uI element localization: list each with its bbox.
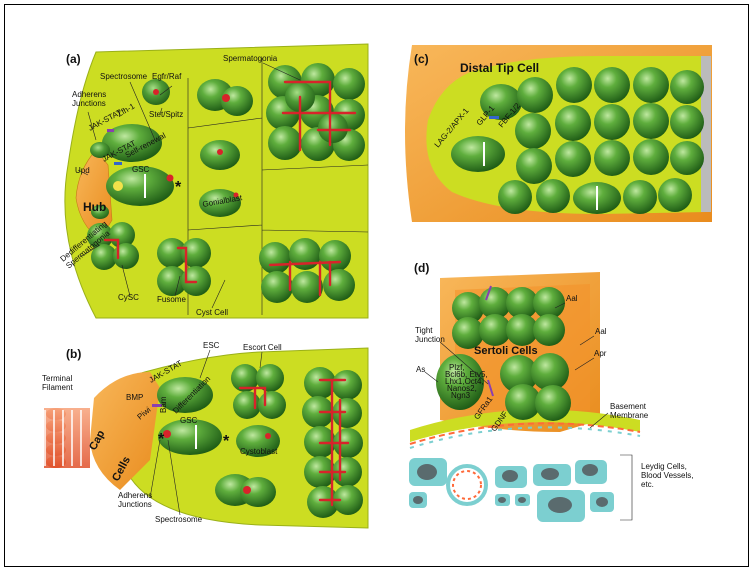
panel-c-label: (c) (414, 52, 429, 66)
cystoblast-spectrosome (265, 433, 271, 439)
label-bmp: BMP (126, 393, 143, 402)
panel-d-label: (d) (414, 261, 429, 275)
label-fusome: Fusome (157, 295, 186, 304)
label-distal-tip-cell: Distal Tip Cell (460, 61, 539, 75)
panel-b-label: (b) (66, 347, 81, 361)
early-cell-dot (153, 89, 159, 95)
label-cystoblast: Cystoblast (240, 447, 278, 456)
panel-a-label: (a) (66, 52, 81, 66)
adherens-marker (107, 129, 114, 132)
panel-a: * (59, 44, 368, 318)
label-spectrosome: Spectrosome (100, 72, 148, 81)
spermatogonia-cluster-16 (266, 63, 365, 161)
label-cysc: CySC (118, 293, 139, 302)
fusome-dot-2 (217, 149, 223, 155)
label-gsc-b: GSC (180, 416, 198, 425)
ring-canal-dot (243, 486, 251, 494)
fusome-dot (222, 94, 230, 102)
signal-marker (114, 162, 122, 165)
interstitial-cells (409, 458, 614, 522)
label-spermatogonia: Spermatogonia (223, 54, 278, 63)
label-esc: ESC (203, 341, 220, 350)
label-upd: Upd (75, 166, 90, 175)
label-bam: Bam (159, 396, 168, 413)
label-spectrosome-b: Spectrosome (155, 515, 203, 524)
label-escort-cell: Escort Cell (243, 343, 282, 352)
spectrosome-dot (167, 175, 174, 182)
label-cyst-cell: Cyst Cell (196, 308, 228, 317)
asterisk-a: * (175, 179, 182, 196)
label-aal: Aal (566, 294, 578, 303)
label-stet-spitz: Stet/Spitz (149, 110, 183, 119)
asterisk-b: * (223, 433, 230, 450)
label-as: As (416, 365, 425, 374)
label-apr: Apr (594, 349, 607, 358)
label-aal-2: Aal (595, 327, 607, 336)
sixteen-cell-cyst (302, 367, 363, 518)
label-egfr-raf: Egfr/Raf (152, 72, 182, 81)
gsc-star-marker (113, 181, 123, 191)
terminal-filament-cells (44, 408, 90, 468)
hub-label: Hub (83, 200, 106, 214)
panel-c: (c) Distal Tip Cell LAG-2/APX-1 GLP-1 FB… (405, 45, 712, 222)
label-gsc-a: GSC (132, 165, 150, 174)
label-leydig: Leydig Cells,Blood Vessels,etc. (641, 462, 693, 489)
label-sertoli-cells: Sertoli Cells (474, 345, 538, 357)
